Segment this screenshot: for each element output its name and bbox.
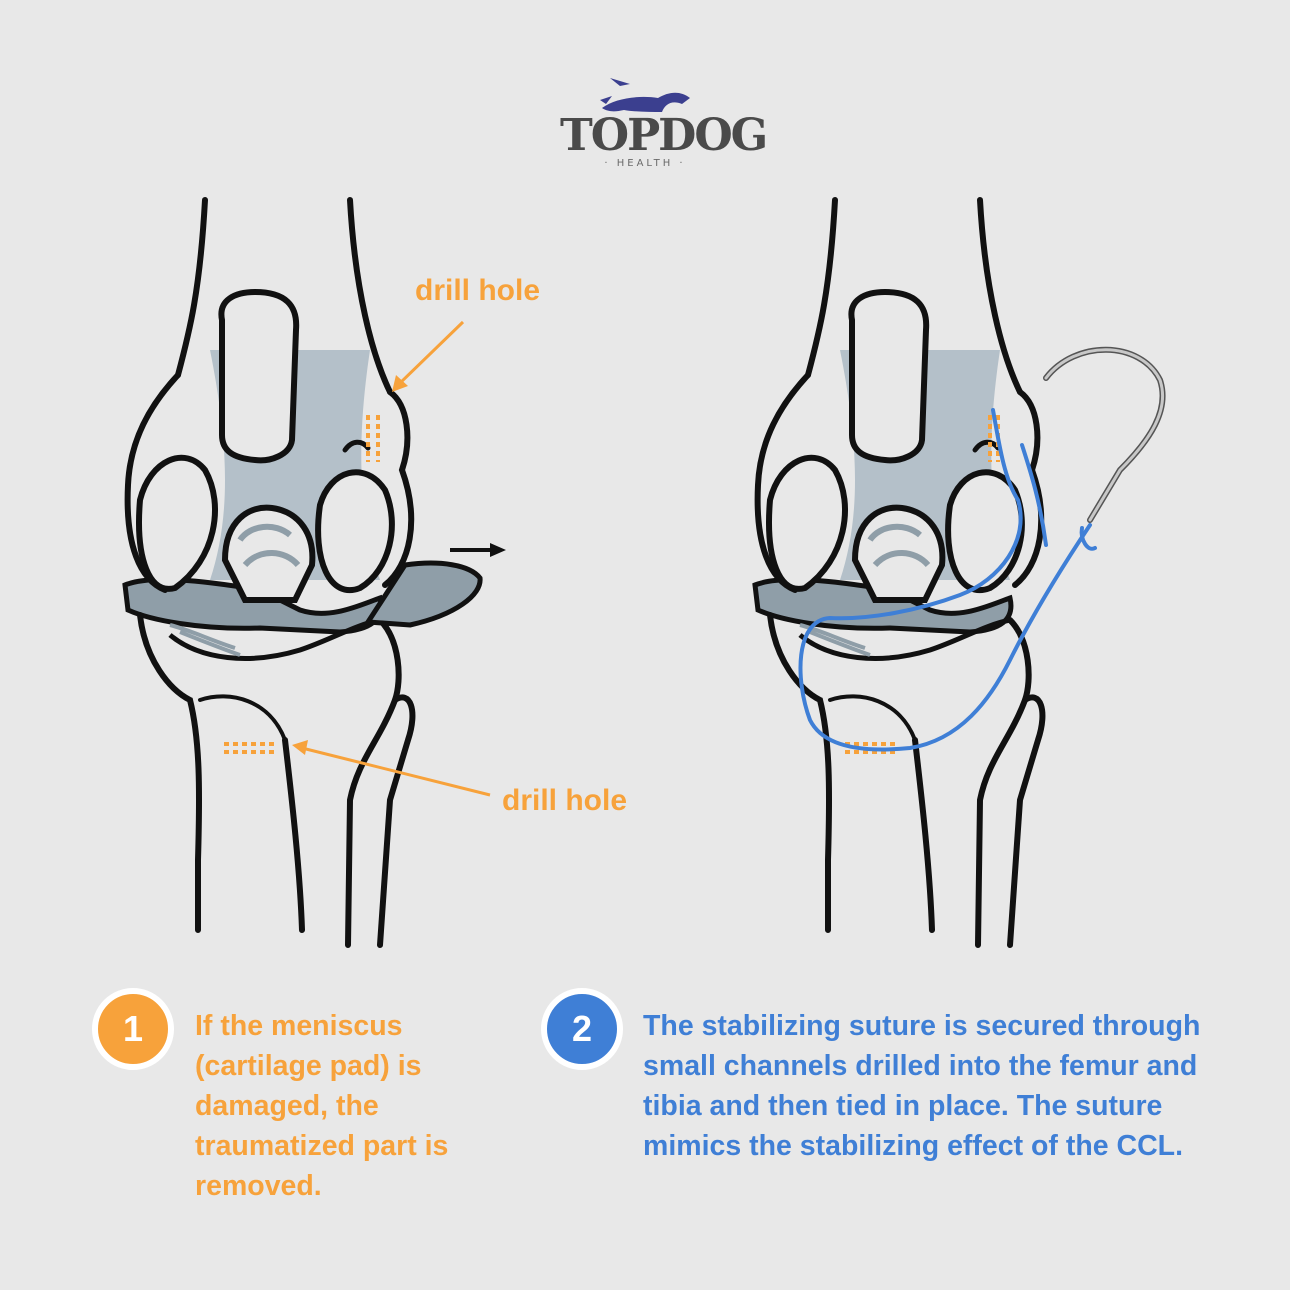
callout-arrow-top bbox=[396, 320, 465, 387]
logo-tagline: · HEALTH · bbox=[604, 158, 686, 169]
callout-arrow-bottom bbox=[301, 746, 491, 797]
step-2-badge: 2 bbox=[541, 988, 623, 1070]
logo-wordmark: TOPDOG bbox=[560, 110, 768, 161]
removed-meniscus-piece bbox=[363, 560, 483, 628]
step-1-badge: 1 bbox=[92, 988, 174, 1070]
knee-right-diagram bbox=[755, 200, 1042, 945]
step-2-description: The stabilizing suture is secured throug… bbox=[643, 1010, 1201, 1162]
stabilizing-suture bbox=[798, 408, 1092, 752]
step-1-description: If the meniscus (cartilage pad) is damag… bbox=[195, 1010, 449, 1202]
knee-left-diagram bbox=[125, 200, 506, 945]
callout-drill-hole-bottom: drill hole bbox=[502, 784, 628, 817]
drill-hole-tibia-left bbox=[224, 742, 278, 754]
topdog-logo-dog-icon bbox=[600, 78, 690, 112]
callout-drill-hole-top: drill hole bbox=[415, 274, 541, 307]
drill-hole-femur-right bbox=[988, 415, 1000, 462]
drill-hole-femur-left bbox=[366, 415, 380, 462]
